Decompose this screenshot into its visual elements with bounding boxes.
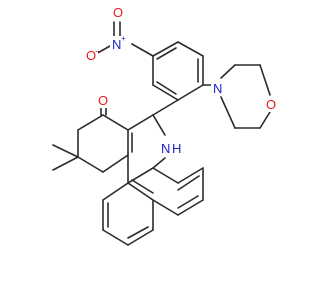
- bond: [259, 64, 271, 96]
- bond: [177, 167, 204, 184]
- nitro-n-label: N: [112, 37, 121, 52]
- bond: [102, 229, 129, 246]
- bond: [77, 114, 104, 131]
- amine-n-label: N: [161, 141, 170, 156]
- bond: [52, 144, 79, 158]
- bond: [156, 47, 177, 60]
- bond: [52, 156, 79, 171]
- amine-h-label: H: [172, 141, 181, 156]
- bond: [127, 182, 154, 201]
- bond: [152, 99, 179, 116]
- nitro-n-charge: +: [121, 34, 126, 43]
- bond: [102, 114, 129, 131]
- bond: [127, 229, 154, 246]
- bond: [177, 84, 204, 101]
- bond: [152, 114, 166, 136]
- bond: [152, 167, 179, 184]
- bond: [220, 64, 236, 79]
- bond: [177, 195, 199, 209]
- morpholine-o-label: O: [266, 97, 276, 112]
- ketone-o-label: O: [98, 93, 108, 108]
- bond: [131, 179, 154, 194]
- bond: [152, 157, 166, 169]
- bond: [177, 175, 200, 191]
- bond: [177, 41, 204, 57]
- bond-layer: [52, 21, 271, 246]
- nitro-o-minus-label: O: [86, 48, 96, 63]
- bond: [259, 111, 271, 129]
- bond: [102, 154, 129, 173]
- bond: [127, 226, 149, 239]
- bond: [77, 156, 104, 173]
- bond: [152, 199, 179, 216]
- molecule-structure-diagram: O − N + O N O O N H: [52, 4, 277, 246]
- bond: [152, 41, 179, 57]
- bond: [220, 96, 236, 129]
- nitro-o-double-label: O: [113, 5, 123, 20]
- bond: [131, 43, 154, 57]
- bond: [156, 81, 177, 95]
- bond: [152, 84, 179, 101]
- bond: [177, 199, 204, 216]
- nitro-o-minus-charge: −: [95, 47, 100, 56]
- bond: [127, 114, 154, 131]
- bond: [102, 182, 129, 201]
- morpholine-n-label: N: [213, 81, 222, 96]
- atom-labels: O − N + O N O O N H: [84, 4, 277, 156]
